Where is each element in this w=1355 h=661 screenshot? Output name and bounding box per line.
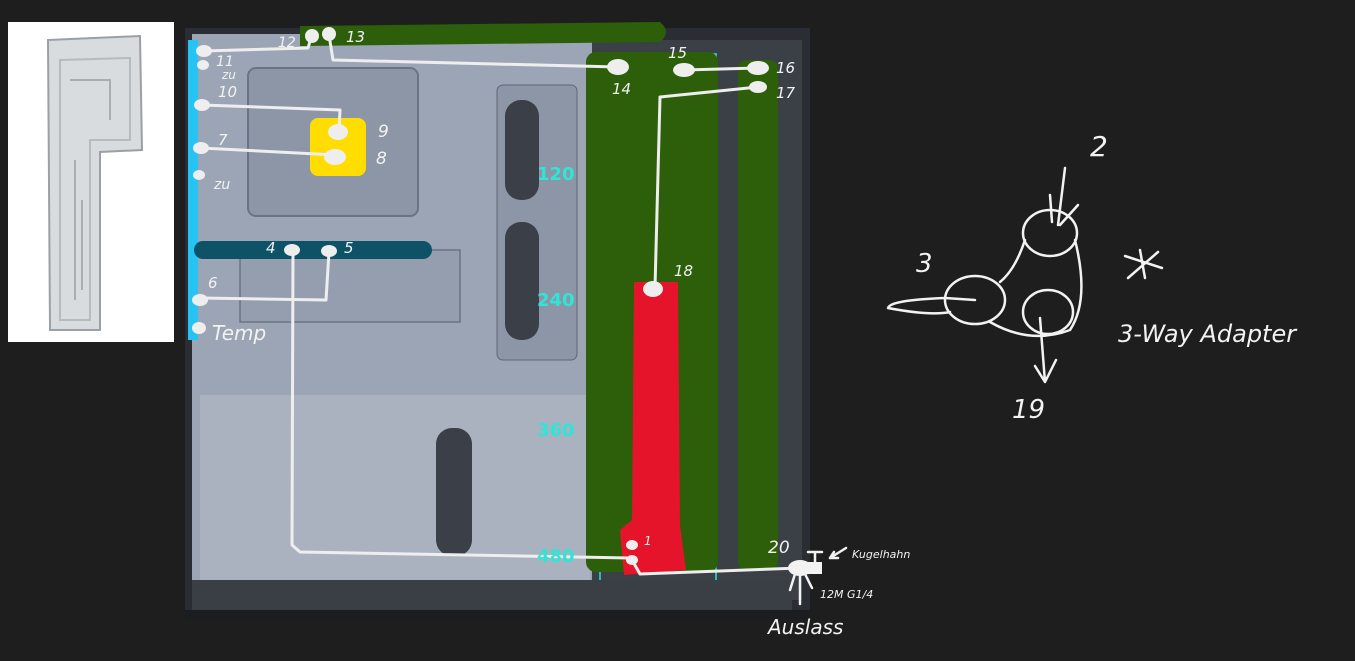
distro-plate-thumbnail [8, 22, 174, 342]
fitting-label: 12M G1/4 [820, 588, 873, 601]
ports [192, 27, 769, 565]
port-label-zu-top: zu [221, 68, 236, 82]
port-label-16: 16 [776, 59, 795, 77]
port-label-15: 15 [668, 44, 687, 62]
port-label-5: 5 [344, 239, 354, 257]
tubing [198, 33, 802, 576]
three-way-adapter-sketch [886, 166, 1164, 384]
port-label-9: 9 [378, 122, 389, 142]
port-label-12: 12 [278, 35, 296, 51]
length-label-480: 480 [537, 546, 575, 567]
port-label-1: 1 [644, 534, 652, 548]
ball-valve-label: Kugelhahn [852, 548, 910, 561]
port-label-14: 14 [612, 80, 631, 98]
reservoir [620, 282, 686, 575]
gpu-block [194, 241, 432, 259]
distro-plate [188, 40, 198, 340]
port-label-4: 4 [266, 239, 276, 257]
ball-valve-icon [788, 546, 848, 606]
port-label-6: 6 [208, 274, 218, 292]
port-label-zu-mid: zu [213, 177, 230, 193]
port-label-11: 11 [216, 54, 234, 70]
port-label-temp: Temp [212, 321, 266, 345]
length-label-120: 120 [537, 164, 575, 185]
port-label-17: 17 [776, 84, 796, 102]
adapter-label: 3-Way Adapter [1118, 320, 1298, 348]
adapter-port-2-label: 2 [1090, 130, 1108, 163]
port-label-7: 7 [218, 131, 228, 149]
radiator-top [300, 22, 666, 46]
adapter-port-3-label: 3 [916, 249, 933, 279]
port-label-13: 13 [346, 28, 365, 46]
port-label-18: 18 [674, 262, 693, 280]
radiator-side [738, 60, 778, 570]
length-label-360: 360 [537, 420, 575, 441]
port-label-20: 20 [768, 538, 790, 558]
length-label-240: 240 [537, 290, 575, 311]
adapter-port-19-label: 19 [1012, 395, 1045, 425]
outlet-label: Auslass [766, 615, 843, 639]
cpu-block [310, 118, 366, 176]
port-label-8: 8 [376, 149, 387, 169]
port-label-10: 10 [218, 83, 237, 101]
